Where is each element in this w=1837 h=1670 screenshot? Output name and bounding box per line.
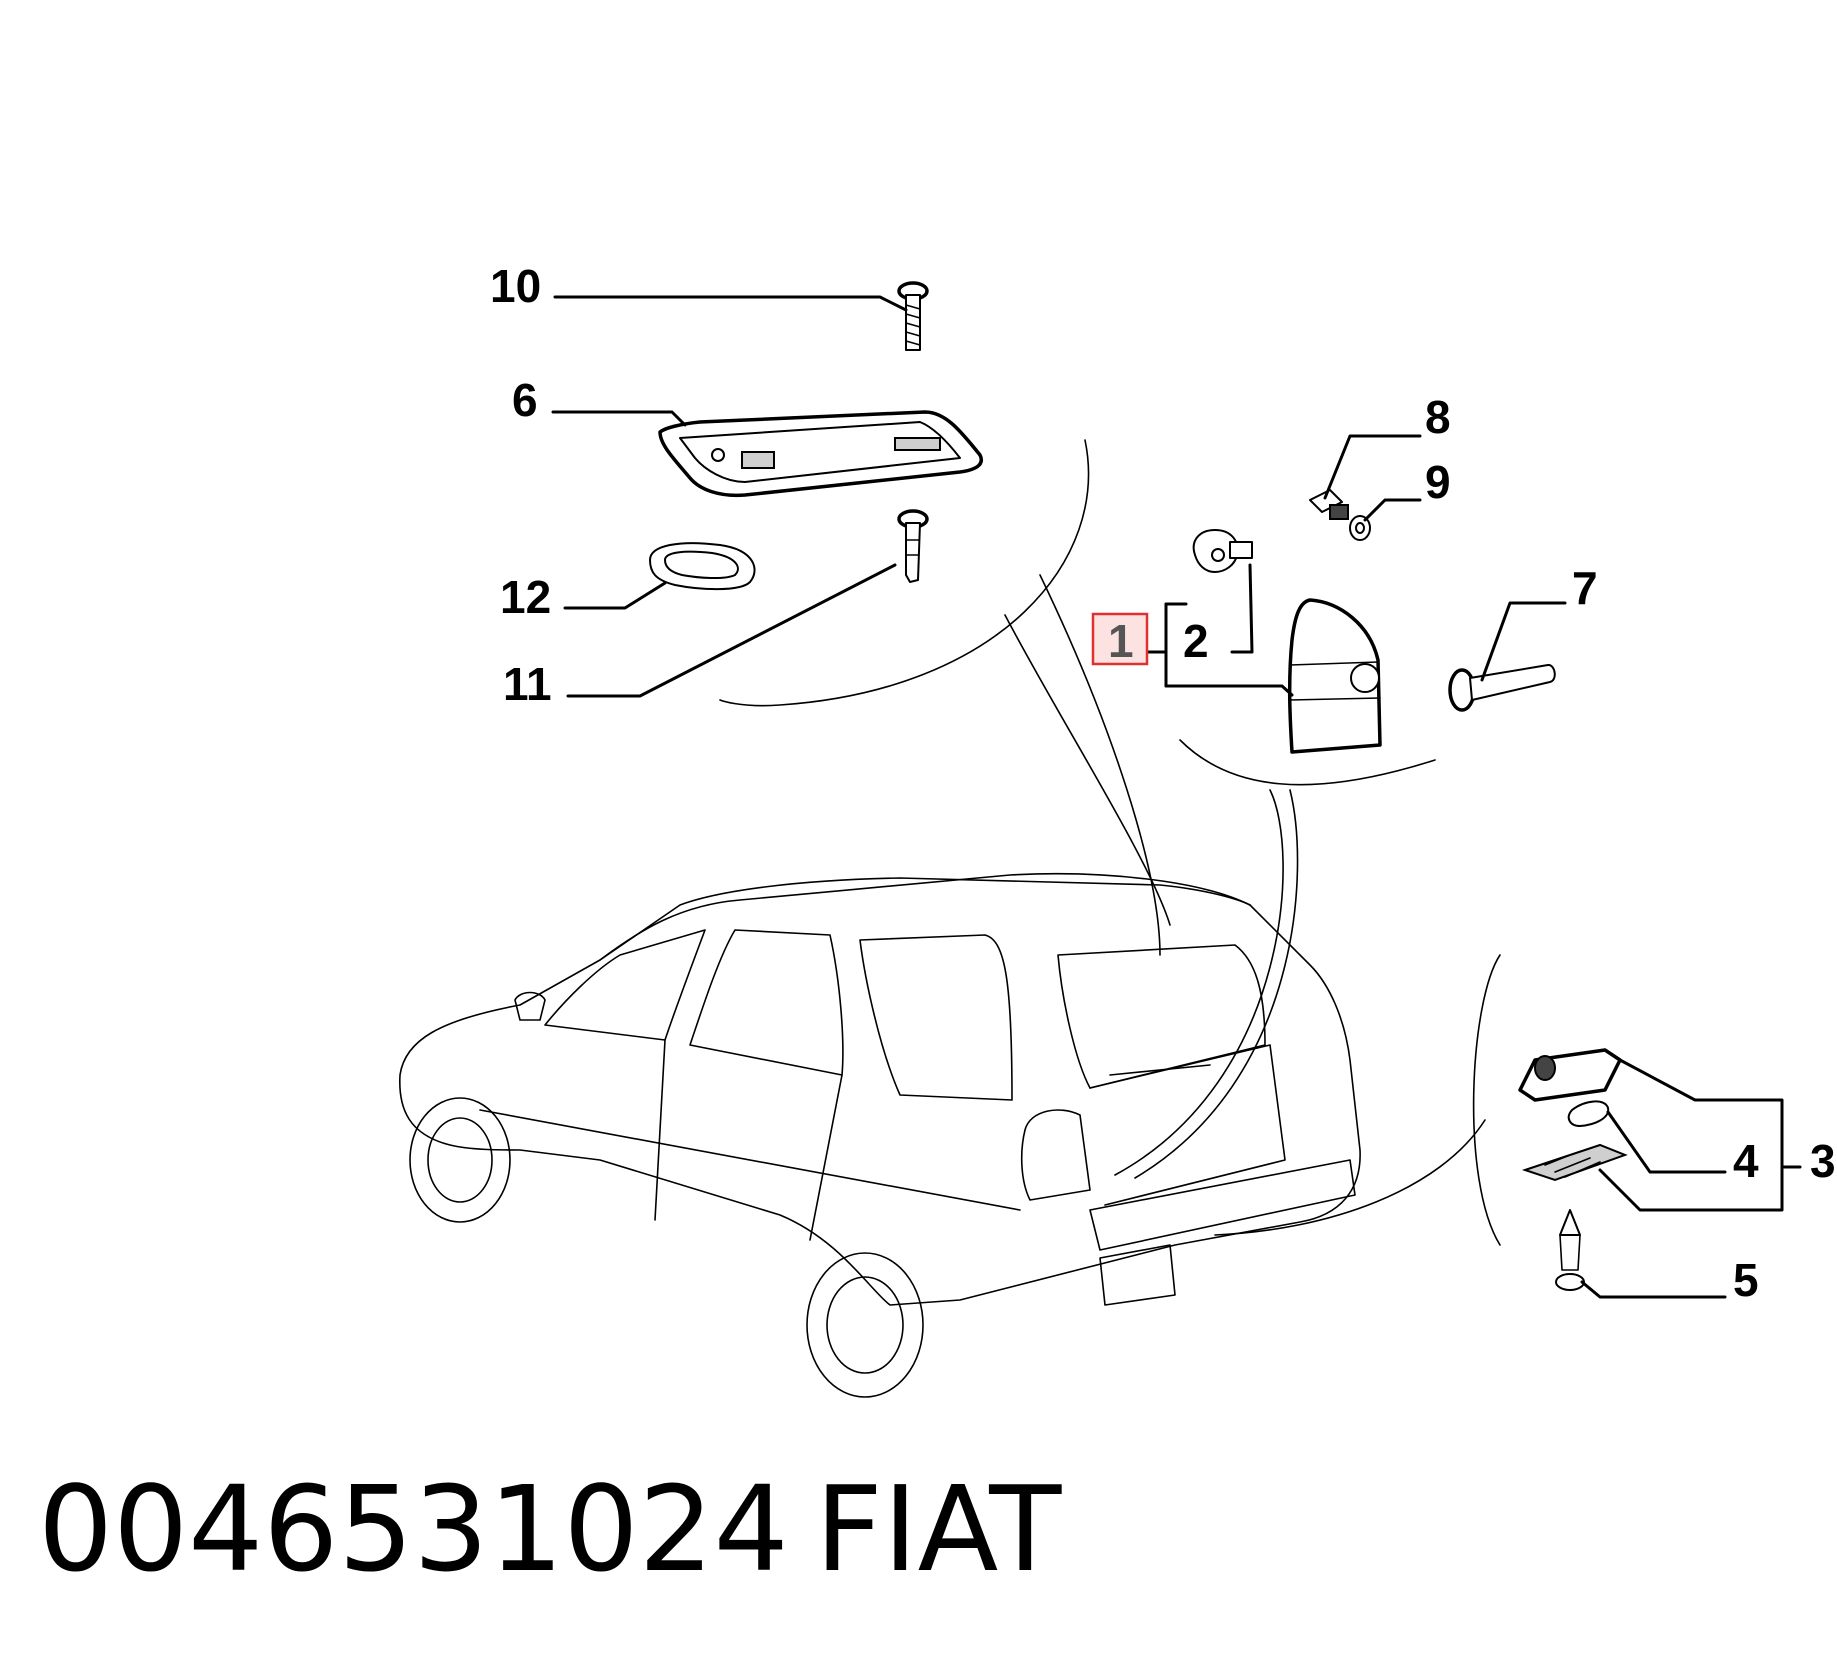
door-seam-front bbox=[654, 1039, 666, 1221]
callout-4: 4 bbox=[1733, 1135, 1759, 1187]
callout-5: 5 bbox=[1733, 1254, 1759, 1306]
leader-5 bbox=[1580, 1280, 1727, 1299]
license-plate bbox=[1099, 1244, 1176, 1306]
leader-curve-plate-light bbox=[1214, 1119, 1486, 1236]
leader-12 bbox=[563, 581, 667, 610]
bubble-upper-left-outline bbox=[719, 439, 1090, 707]
part-11-fastener bbox=[897, 509, 929, 583]
part-1-tail-light bbox=[1287, 598, 1382, 754]
part-8-screw bbox=[1309, 489, 1349, 520]
rear-side-window bbox=[859, 934, 1013, 1101]
leader-curve-taillight bbox=[1114, 789, 1284, 1176]
callout-1: 1 bbox=[1108, 615, 1134, 667]
rear-wiper bbox=[1109, 1064, 1211, 1076]
rear-wheel-hub bbox=[826, 1276, 904, 1374]
callout-11: 11 bbox=[503, 658, 552, 710]
front-door-window bbox=[544, 929, 706, 1041]
side-moulding bbox=[479, 1109, 1021, 1211]
car-roof bbox=[599, 877, 1251, 961]
callout-8: 8 bbox=[1425, 391, 1451, 443]
part-number-caption: 0046531024 bbox=[38, 1460, 789, 1598]
part-5-screw bbox=[1555, 1209, 1585, 1291]
callout-3: 3 bbox=[1810, 1135, 1836, 1187]
brand-caption: FIAT bbox=[815, 1460, 1062, 1598]
leader-6 bbox=[551, 410, 687, 427]
callout-2: 2 bbox=[1183, 615, 1209, 667]
leader-1-taillight bbox=[1164, 684, 1294, 697]
front-wheel bbox=[409, 1097, 511, 1223]
car-tail-light bbox=[1020, 1109, 1091, 1201]
part-2-bulb bbox=[1192, 529, 1253, 573]
leader-10 bbox=[553, 295, 908, 312]
part-3-plate-light bbox=[1518, 1048, 1622, 1102]
side-mirror bbox=[514, 991, 546, 1021]
door-seam-rear bbox=[809, 1074, 843, 1241]
callout-7: 7 bbox=[1572, 562, 1598, 614]
part-10-screw bbox=[897, 281, 929, 351]
leader-11 bbox=[566, 563, 897, 698]
leader-2 bbox=[1230, 563, 1254, 654]
tailgate bbox=[1089, 1044, 1286, 1206]
bubble-taillight-outline bbox=[1179, 739, 1436, 786]
callout-10: 10 bbox=[490, 260, 541, 312]
rear-wheel bbox=[806, 1252, 924, 1398]
rear-door-window bbox=[689, 929, 844, 1076]
rear-window bbox=[1057, 944, 1266, 1089]
lamp-slot bbox=[894, 437, 941, 451]
callout-1-highlight bbox=[1091, 612, 1149, 666]
front-wheel-hub bbox=[427, 1117, 493, 1203]
lamp-grille bbox=[741, 451, 775, 469]
callout-12: 12 bbox=[500, 571, 551, 623]
part-6-high-stop-lamp bbox=[658, 410, 983, 498]
callout-9: 9 bbox=[1425, 456, 1451, 508]
detail-bubble-outlines bbox=[719, 439, 1501, 1246]
leader-curve-high-stop bbox=[1039, 574, 1161, 956]
rear-bumper bbox=[1089, 1159, 1356, 1251]
leader-9 bbox=[1363, 498, 1422, 522]
leader-curve-high-stop-2 bbox=[1004, 614, 1171, 926]
leader-8 bbox=[1323, 434, 1422, 500]
part-7-pin bbox=[1448, 664, 1556, 712]
bubble-right-outline bbox=[1472, 954, 1501, 1246]
part-12-gasket bbox=[649, 542, 756, 591]
leader-curve-taillight-2 bbox=[1134, 789, 1299, 1179]
part-9-washer bbox=[1349, 515, 1371, 541]
callout-6: 6 bbox=[512, 374, 538, 426]
bracket-3 bbox=[1598, 1058, 1784, 1212]
part-4-lens bbox=[1521, 1100, 1628, 1182]
leader-lines bbox=[551, 295, 1802, 1299]
station-wagon-car bbox=[399, 872, 1361, 1398]
leader-7 bbox=[1480, 601, 1567, 682]
leader-4 bbox=[1606, 1110, 1727, 1174]
